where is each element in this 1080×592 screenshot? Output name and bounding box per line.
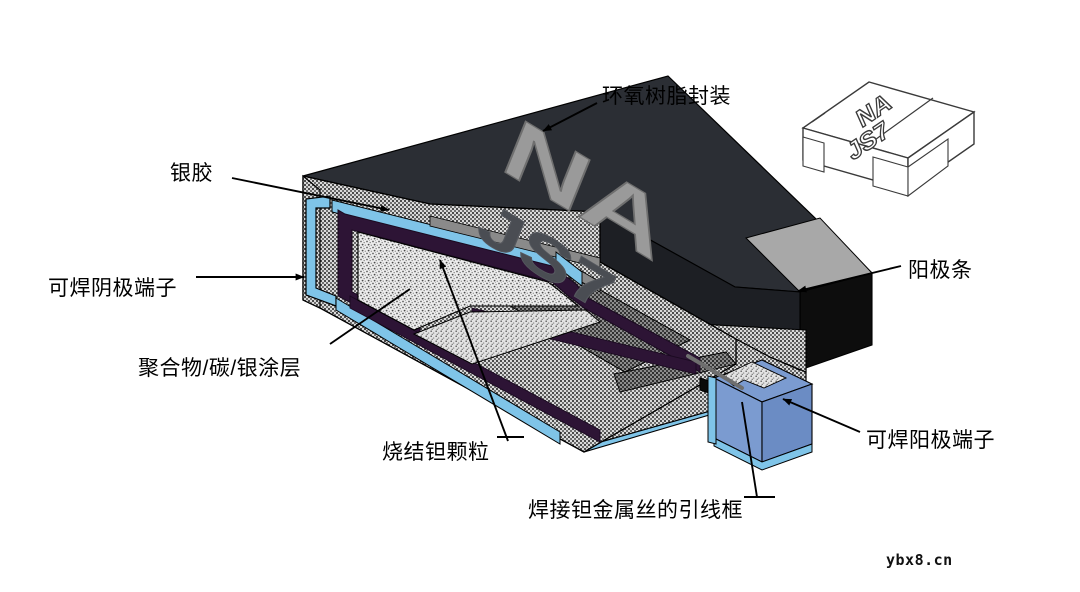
watermark: ybx8.cn <box>886 551 953 569</box>
leader-lines <box>196 102 902 498</box>
polymer-coating-lower-band <box>349 295 601 443</box>
inset-right-termination <box>907 137 949 198</box>
cathode-strip-slope <box>555 251 583 287</box>
epoxy-leader <box>542 102 598 132</box>
anode-termination-left-rim <box>707 375 717 445</box>
label-tantalum-wire-leadframe: 焊接钽金属丝的引线框 <box>528 499 743 522</box>
cathode-termination-underside-strip <box>335 297 561 445</box>
label-epoxy-encapsulation: 环氧树脂封装 <box>602 85 731 108</box>
label-sintered-tantalum-pellet: 烧结钽颗粒 <box>382 441 490 464</box>
leadframe-leader <box>741 401 758 498</box>
anode-terminal-leader <box>782 398 861 433</box>
label-silver-adhesive: 银胶 <box>170 162 213 185</box>
label-solderable-anode-terminal: 可焊阳极端子 <box>866 429 995 452</box>
capacitor-body: NA JS7 <box>302 75 874 471</box>
label-solderable-cathode-terminal: 可焊阴极端子 <box>48 277 177 300</box>
inset-top-band-line-left <box>811 112 826 123</box>
anode-end-cut-notch <box>721 361 788 389</box>
inset-component-lineart: NA JS7 <box>801 81 976 198</box>
anode-stripe-leader <box>797 265 902 293</box>
sintered-leader <box>439 259 509 442</box>
tantalum-wire <box>686 354 744 390</box>
silver-adhesive-leader <box>231 177 390 212</box>
inset-front-termination-left <box>802 136 825 173</box>
label-anode-stripe: 阳极条 <box>908 259 973 282</box>
sintered-tantalum-pellet <box>357 231 580 331</box>
inset-top-band-line <box>871 97 934 143</box>
anode-termination-bottom-rim <box>713 437 813 471</box>
polymer-leader <box>329 288 411 345</box>
cathode-termination-wrap <box>305 195 337 307</box>
label-polymer-carbon-silver-coating: 聚合物/碳/银涂层 <box>138 357 302 380</box>
